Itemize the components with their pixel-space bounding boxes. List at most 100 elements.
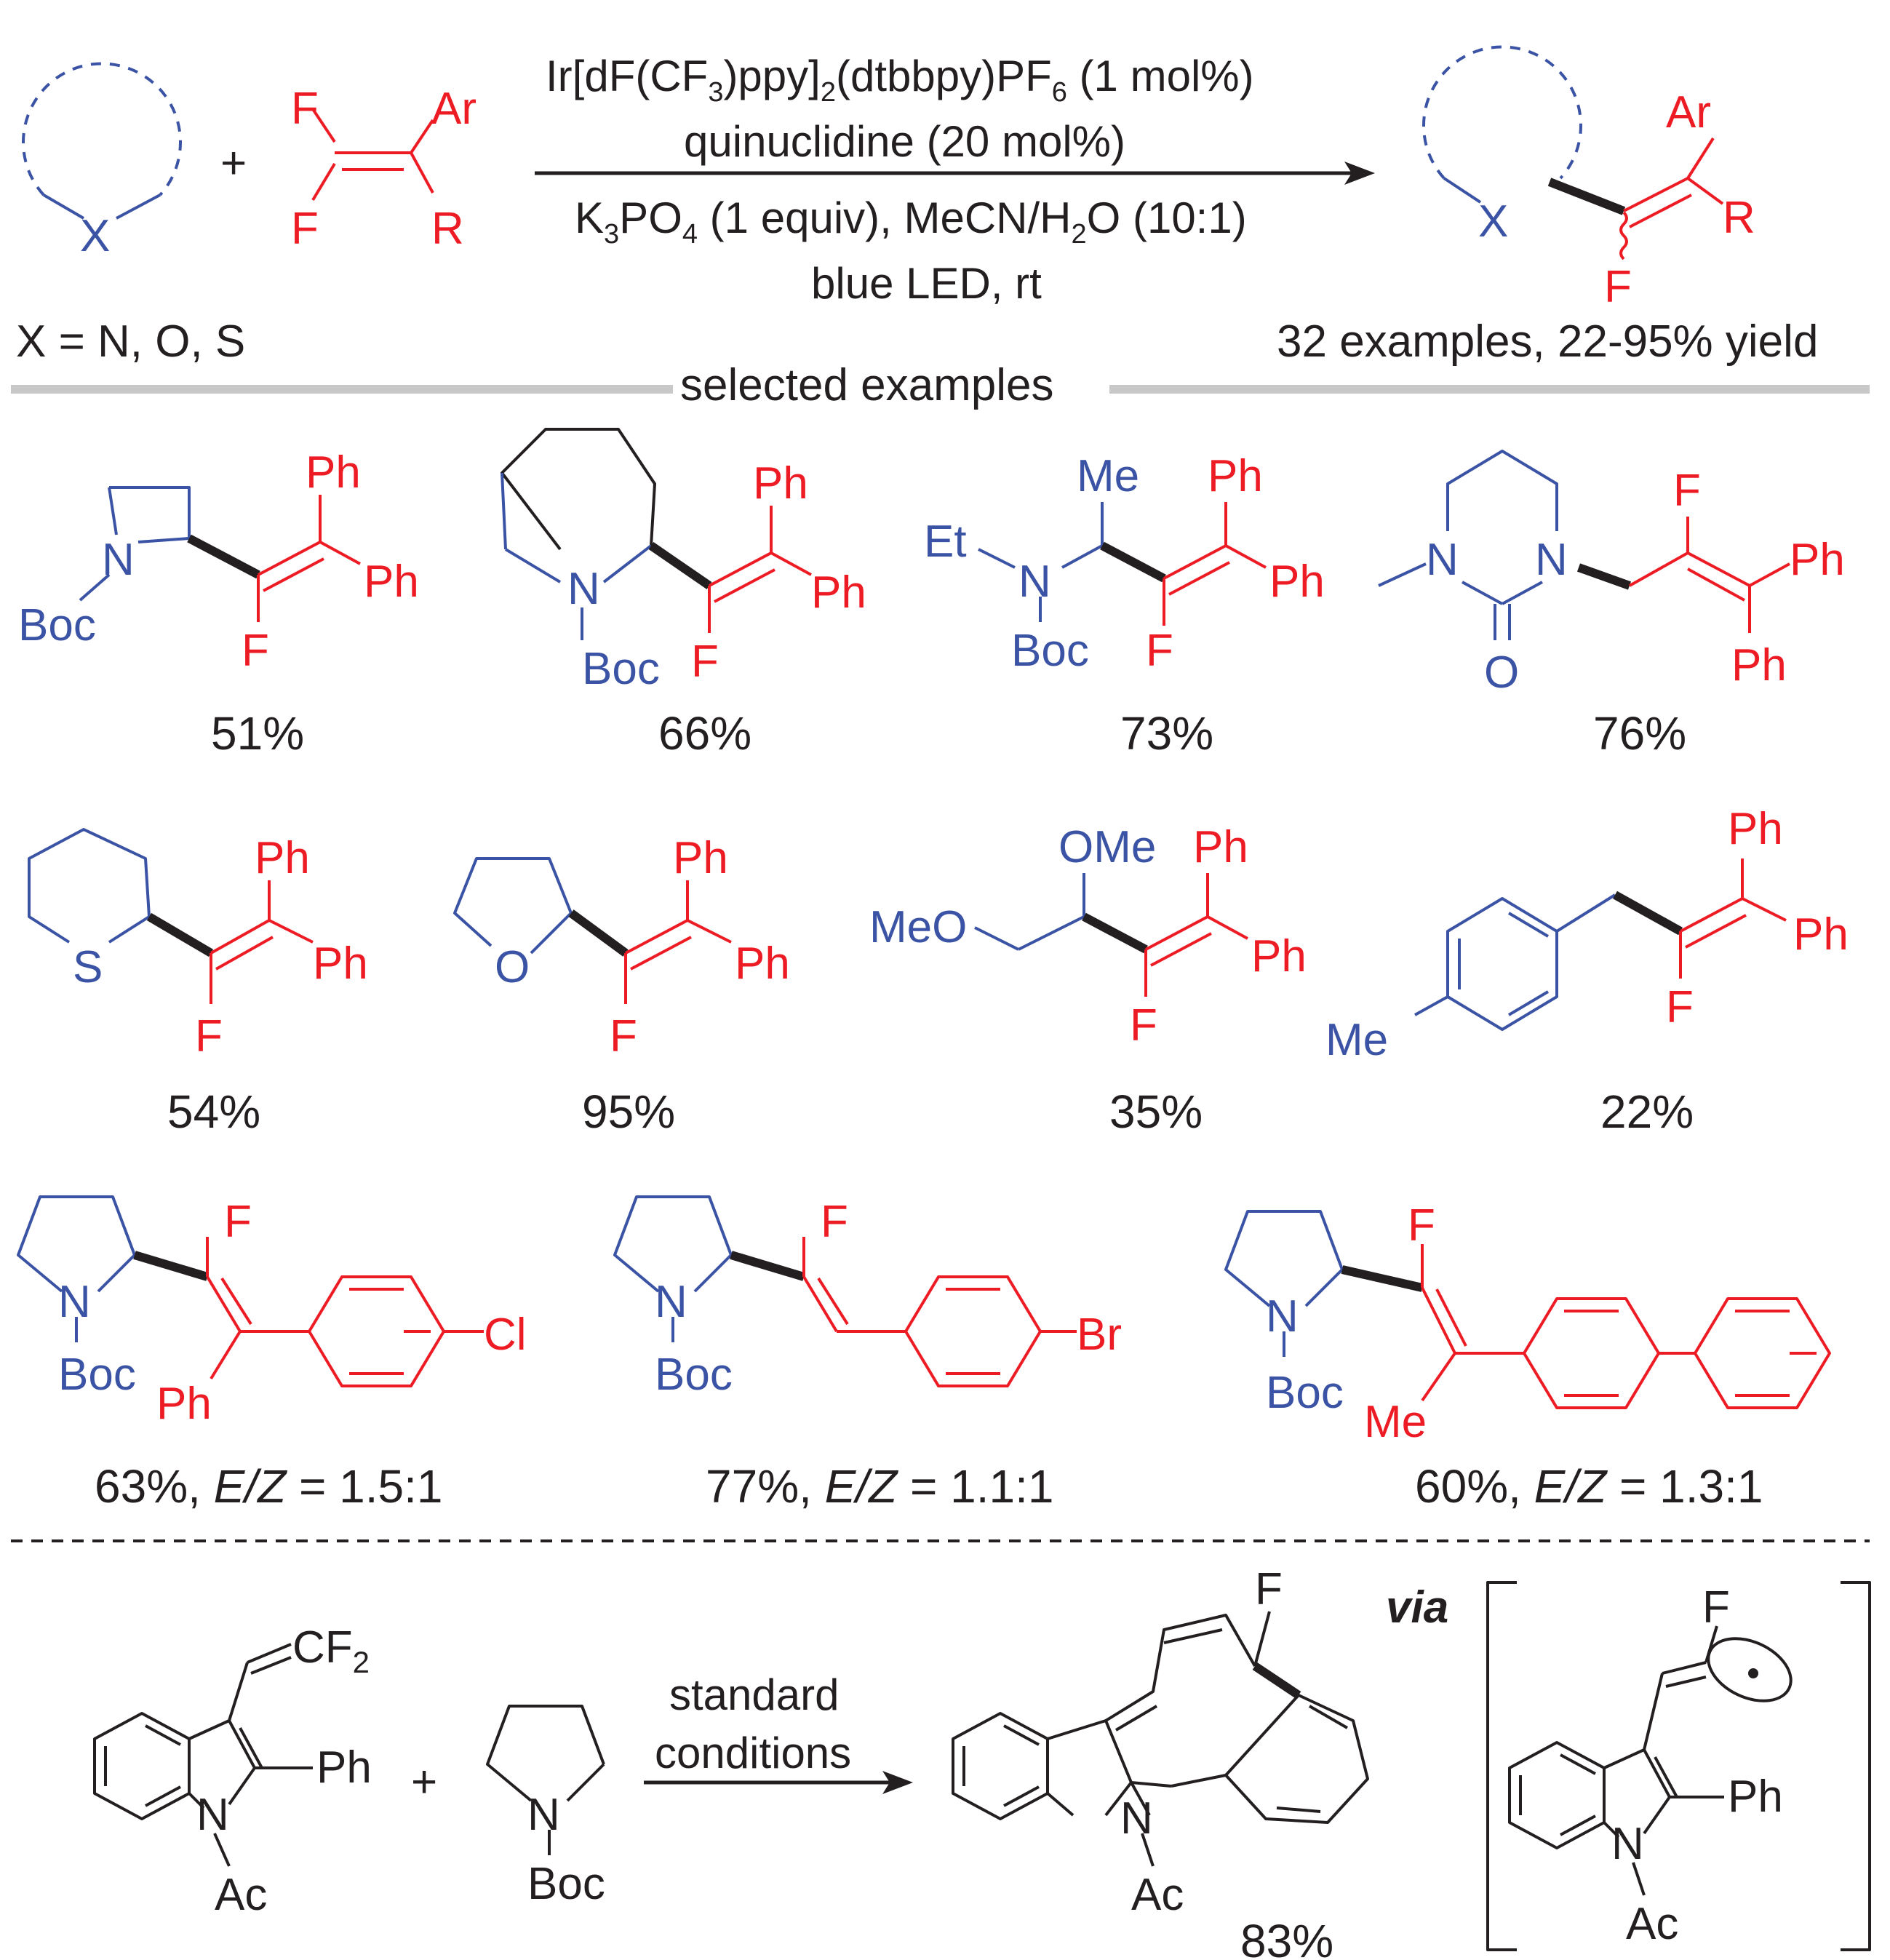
cf2-label: CF2 [292, 1622, 370, 1679]
ex11-n: N [1266, 1291, 1299, 1342]
example-2-azepane: N Boc Ph Ph F 66% [501, 428, 866, 760]
ex9-f: F [224, 1197, 252, 1247]
ex11-me: Me [1364, 1397, 1427, 1447]
radical-orbital [1707, 1637, 1793, 1702]
ex11-boc: Boc [1266, 1368, 1344, 1418]
pyrrolidine-boc: Boc [527, 1859, 605, 1909]
example-5-thiane: S Ph Ph F 54% [28, 828, 368, 1138]
ex9-yield: 63%, E/Z = 1.5:1 [95, 1460, 443, 1513]
ex8-ph1: Ph [1728, 804, 1783, 854]
product-ar: Ar [1666, 87, 1711, 138]
additive-line: quinuclidine (20 mol%) [684, 117, 1125, 166]
carbazole-f: F [1255, 1564, 1283, 1614]
ex6-ph1: Ph [673, 833, 728, 883]
example-8-benzyl: Me Ph Ph F 22% [1325, 804, 1849, 1138]
ex8-yield: 22% [1600, 1085, 1694, 1138]
ex1-n: N [102, 535, 135, 585]
ex4-n1: N [1426, 535, 1459, 585]
ex3-et: Et [924, 517, 967, 567]
ex3-yield: 73% [1120, 707, 1213, 760]
indole-ph: Ph [316, 1742, 372, 1793]
ex9-boc: Boc [58, 1350, 136, 1400]
x-definition: X = N, O, S [16, 316, 245, 367]
example-10-bromoaryl: N Boc F Br 77%, E/Z = 1.1:1 [613, 1195, 1122, 1513]
ex2-boc: Boc [582, 644, 660, 694]
ex1-f: F [242, 626, 269, 676]
ex2-yield: 66% [658, 707, 751, 760]
example-4-cyclic-urea: N N O F Ph Ph 76% [1378, 450, 1845, 760]
example-3-acyclic: Et N Boc Me Ph Ph F 73% [924, 451, 1325, 760]
catalyst-line: Ir[dF(CF3)ppy]2(dtbbpy)PF6 (1 mol%) [546, 52, 1254, 108]
ex11-f: F [1408, 1200, 1435, 1251]
ex6-ph2: Ph [735, 939, 790, 989]
ex8-me: Me [1325, 1015, 1388, 1065]
generic-ring-reactant [22, 62, 182, 196]
carbazole-n: N [1120, 1793, 1153, 1844]
radical-ph: Ph [1728, 1772, 1783, 1822]
ex9-ph: Ph [156, 1379, 212, 1429]
ex4-ph1: Ph [1790, 535, 1845, 585]
radical-n: N [1611, 1819, 1644, 1869]
product-r: R [1723, 193, 1755, 243]
ex9-n: N [58, 1277, 91, 1327]
indole-n: N [196, 1790, 229, 1840]
product-wedge-bond [1547, 178, 1626, 215]
cascade-yield: 83% [1240, 1915, 1333, 1960]
ex3-boc: Boc [1011, 626, 1089, 676]
generic-ring-product [1422, 45, 1582, 180]
product-f: F [1604, 262, 1632, 312]
generic-reaction: X + F F Ar R X = N, O, S Ir[dF(CF3)ppy]2… [16, 45, 1818, 367]
wavy-bond [1619, 211, 1628, 260]
alkene-f-bottom: F [291, 204, 319, 254]
ex4-f: F [1673, 466, 1701, 516]
ex2-ph1: Ph [753, 458, 808, 509]
radical-ac: Ac [1626, 1899, 1678, 1949]
ex1-boc: Boc [18, 600, 96, 650]
ex5-ph1: Ph [255, 833, 310, 883]
ex7-ph1: Ph [1193, 822, 1248, 872]
ex5-f: F [195, 1011, 223, 1061]
radical-f: F [1702, 1582, 1730, 1633]
alkene-r: R [431, 204, 464, 254]
indole-ac: Ac [215, 1870, 267, 1920]
ex6-o: O [495, 942, 530, 992]
ex7-ph2: Ph [1251, 931, 1307, 981]
ex7-meo: MeO [869, 902, 967, 952]
ex4-o: O [1484, 648, 1519, 698]
ex2-n: N [567, 564, 600, 614]
ex7-yield: 35% [1109, 1085, 1203, 1138]
radical-dot [1748, 1668, 1758, 1678]
ex3-me: Me [1077, 451, 1139, 501]
ex3-ph2: Ph [1269, 557, 1325, 607]
ex9-cl: Cl [484, 1310, 527, 1360]
example-9-chloroaryl: N Boc F Ph Cl 63%, E/Z = 1.5:1 [17, 1195, 527, 1513]
light-line: blue LED, rt [811, 259, 1042, 308]
ex10-br: Br [1077, 1310, 1122, 1360]
ex6-f: F [610, 1011, 637, 1061]
ring-heteroatom-x: X [80, 211, 110, 261]
ex10-f: F [821, 1197, 848, 1247]
ex2-ph2: Ph [811, 567, 866, 618]
ex7-ome: OMe [1058, 822, 1156, 872]
plus-sign: + [220, 138, 247, 188]
ex5-ph2: Ph [313, 939, 368, 989]
ex4-ph2: Ph [1731, 640, 1787, 690]
ex10-boc: Boc [655, 1350, 733, 1400]
example-6-thf: O Ph Ph F 95% [453, 833, 790, 1138]
scope-summary: 32 examples, 22-95% yield [1277, 316, 1818, 367]
example-7-diether: MeO OMe Ph Ph F 35% [869, 822, 1307, 1138]
ex10-n: N [655, 1277, 687, 1327]
ex5-yield: 54% [167, 1085, 260, 1138]
ex3-n: N [1018, 557, 1051, 607]
ex10-yield: 77%, E/Z = 1.1:1 [706, 1460, 1054, 1513]
ex4-yield: 76% [1593, 707, 1686, 760]
section-label: selected examples [680, 360, 1054, 410]
ex11-yield: 60%, E/Z = 1.3:1 [1415, 1460, 1763, 1513]
ex8-ph2: Ph [1793, 909, 1849, 960]
carbazole-ac: Ac [1131, 1870, 1184, 1920]
base-solvent-line: K3PO4 (1 equiv), MeCN/H2O (10:1) [575, 194, 1247, 250]
via-label: via [1386, 1582, 1448, 1633]
ex5-s: S [73, 942, 103, 992]
example-1-azetidine: N Boc Ph Ph F 51% [18, 447, 419, 760]
